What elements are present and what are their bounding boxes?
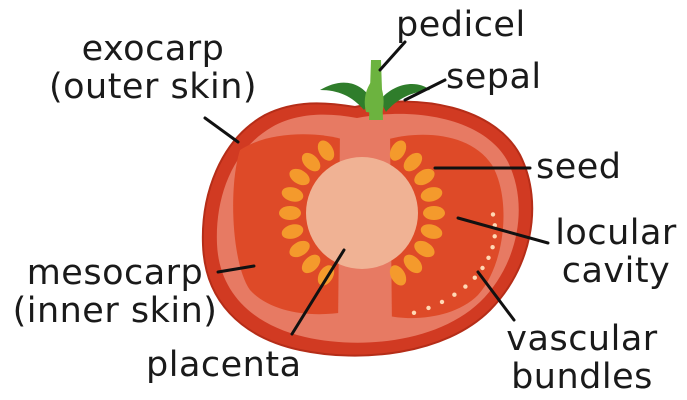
vascular-dot xyxy=(480,266,484,270)
vascular-dot xyxy=(493,234,497,238)
label-vascular-bundles: vascular bundles xyxy=(486,320,678,396)
placenta-core xyxy=(306,157,418,269)
left-seed xyxy=(279,206,301,220)
vascular-dot xyxy=(452,293,456,297)
leader-exocarp xyxy=(205,118,238,142)
label-pedicel: pedicel xyxy=(396,6,526,44)
vascular-dot xyxy=(473,276,477,280)
leader-pedicel xyxy=(380,42,405,70)
vascular-dot xyxy=(440,300,444,304)
label-exocarp: exocarp (outer skin) xyxy=(48,30,258,106)
vascular-dot xyxy=(490,245,494,249)
vascular-dot xyxy=(463,284,467,288)
label-mesocarp: mesocarp (inner skin) xyxy=(10,254,220,330)
label-seed: seed xyxy=(536,148,622,186)
label-placenta: placenta xyxy=(146,346,302,384)
vascular-dot xyxy=(486,256,490,260)
vascular-dot xyxy=(426,306,430,310)
vascular-dot xyxy=(491,212,495,216)
right-seed xyxy=(423,206,445,220)
vascular-dot xyxy=(412,311,416,315)
label-locular-cavity: locular cavity xyxy=(548,214,684,290)
label-sepal: sepal xyxy=(446,58,542,96)
